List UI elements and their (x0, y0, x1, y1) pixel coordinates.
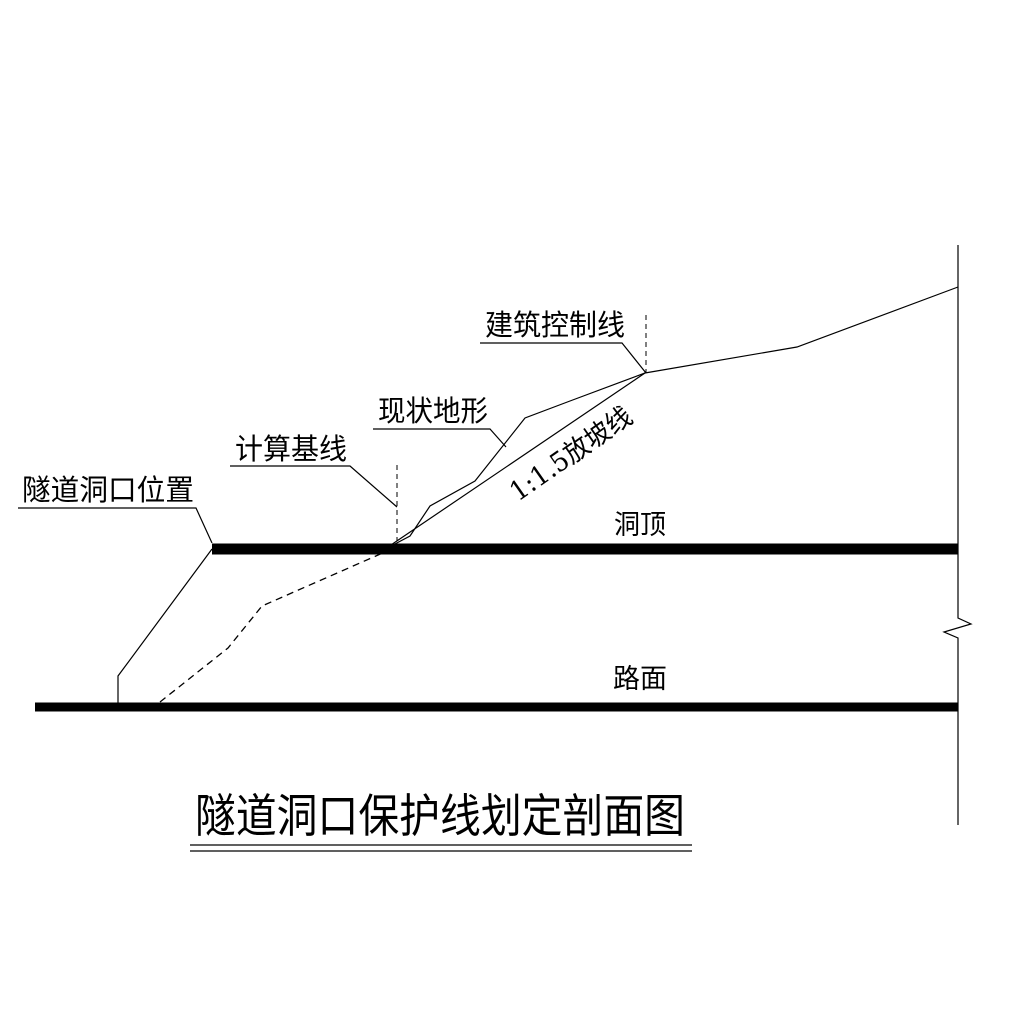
right-boundary-line-with-break (942, 245, 973, 825)
leader-building-control-line (480, 342, 647, 374)
tunnel-portal-position-line (117, 548, 213, 703)
label-tunnel-top: 洞顶 (614, 510, 666, 541)
label-building-control-line: 建筑控制线 (485, 308, 625, 342)
leader-calculation-baseline (230, 465, 398, 508)
label-calculation-baseline: 计算基线 (235, 432, 347, 466)
slope-line (384, 372, 646, 550)
leader-tunnel-portal-position (18, 507, 213, 544)
existing-terrain-line (392, 286, 959, 546)
leader-existing-terrain (373, 428, 507, 448)
dashed-slope-projection (159, 551, 386, 703)
label-existing-terrain: 现状地形 (378, 394, 488, 428)
label-road-surface: 路面 (613, 664, 667, 695)
label-tunnel-portal-position: 隧道洞口位置 (22, 473, 194, 507)
diagram-title: 隧道洞口保护线划定剖面图 (195, 789, 685, 843)
